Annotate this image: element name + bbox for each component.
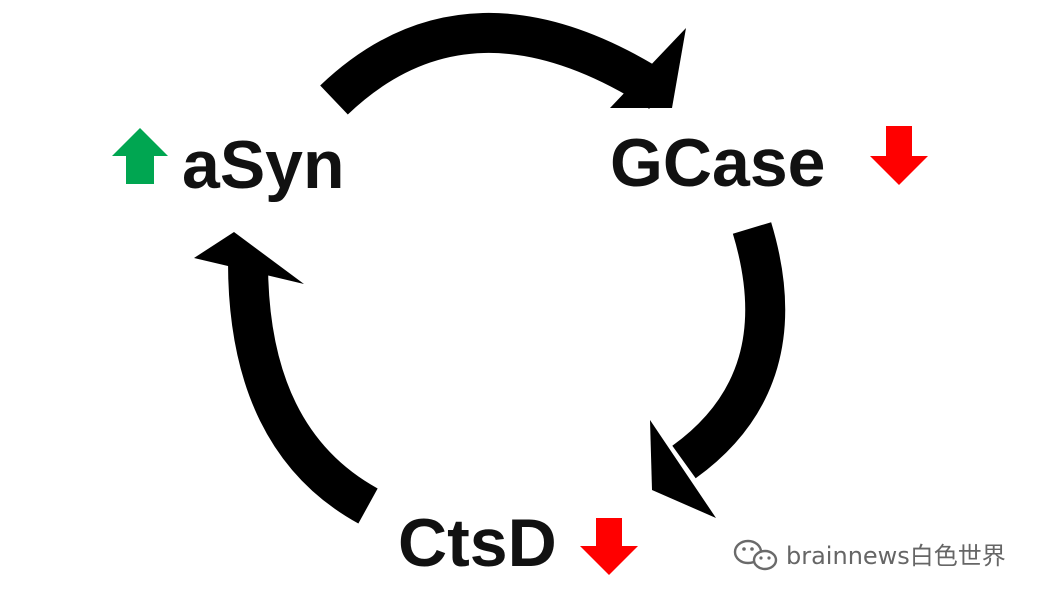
arrowhead — [650, 420, 716, 518]
node-asyn: aSyn — [112, 127, 345, 203]
node-gcase: GCase — [610, 125, 928, 201]
cycle-arrow-gcase-to-ctsd — [650, 222, 786, 518]
node-ctsd: CtsD — [398, 505, 638, 581]
arrowhead — [610, 28, 686, 108]
arc-body — [320, 13, 671, 115]
watermark-text: brainnews白色世界 — [786, 542, 1006, 570]
increase-arrow-icon — [112, 128, 168, 184]
arrowhead — [194, 232, 304, 284]
decrease-arrow-icon — [580, 518, 638, 575]
cycle-arrow-asyn-to-gcase — [320, 13, 686, 115]
node-label-asyn: aSyn — [182, 127, 345, 203]
watermark: brainnews白色世界 — [733, 539, 1006, 571]
cycle-arrow-ctsd-to-asyn — [194, 232, 378, 524]
arc-body — [672, 222, 786, 479]
arc-body — [228, 261, 378, 524]
node-label-ctsd: CtsD — [398, 505, 557, 581]
decrease-arrow-icon — [870, 126, 928, 185]
node-label-gcase: GCase — [610, 125, 825, 201]
wechat-icon — [733, 539, 778, 571]
